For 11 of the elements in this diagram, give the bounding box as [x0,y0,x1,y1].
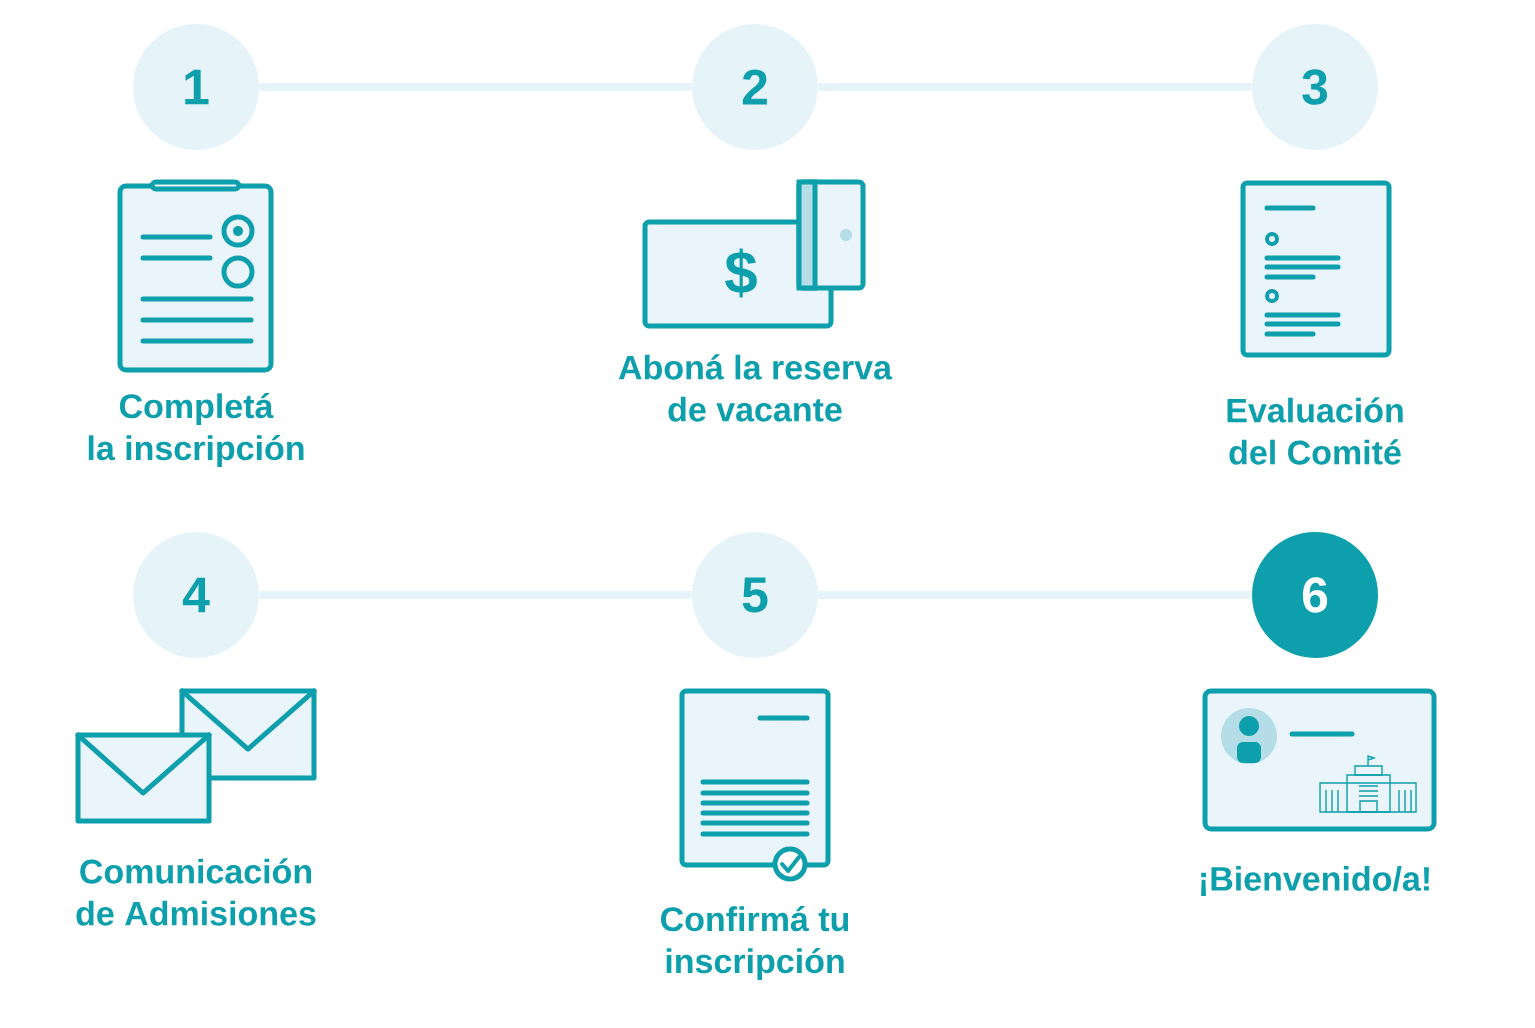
connector-line [818,591,1252,599]
step-caption: Completá la inscripción [88,393,304,467]
step-caption: Comunicación de Admisiones [76,858,316,926]
connector-line [259,591,692,599]
connector-line [818,83,1252,91]
step-caption: Aboná la reserva de vacante [618,354,893,422]
connector-line [259,83,692,91]
step-caption: Confirmá tu inscripción [661,906,849,980]
step-caption: Evaluación del Comité [1227,397,1403,465]
step-caption: ¡Bienvenido/a! [1201,866,1429,897]
payment-drawing: $ [642,179,866,329]
